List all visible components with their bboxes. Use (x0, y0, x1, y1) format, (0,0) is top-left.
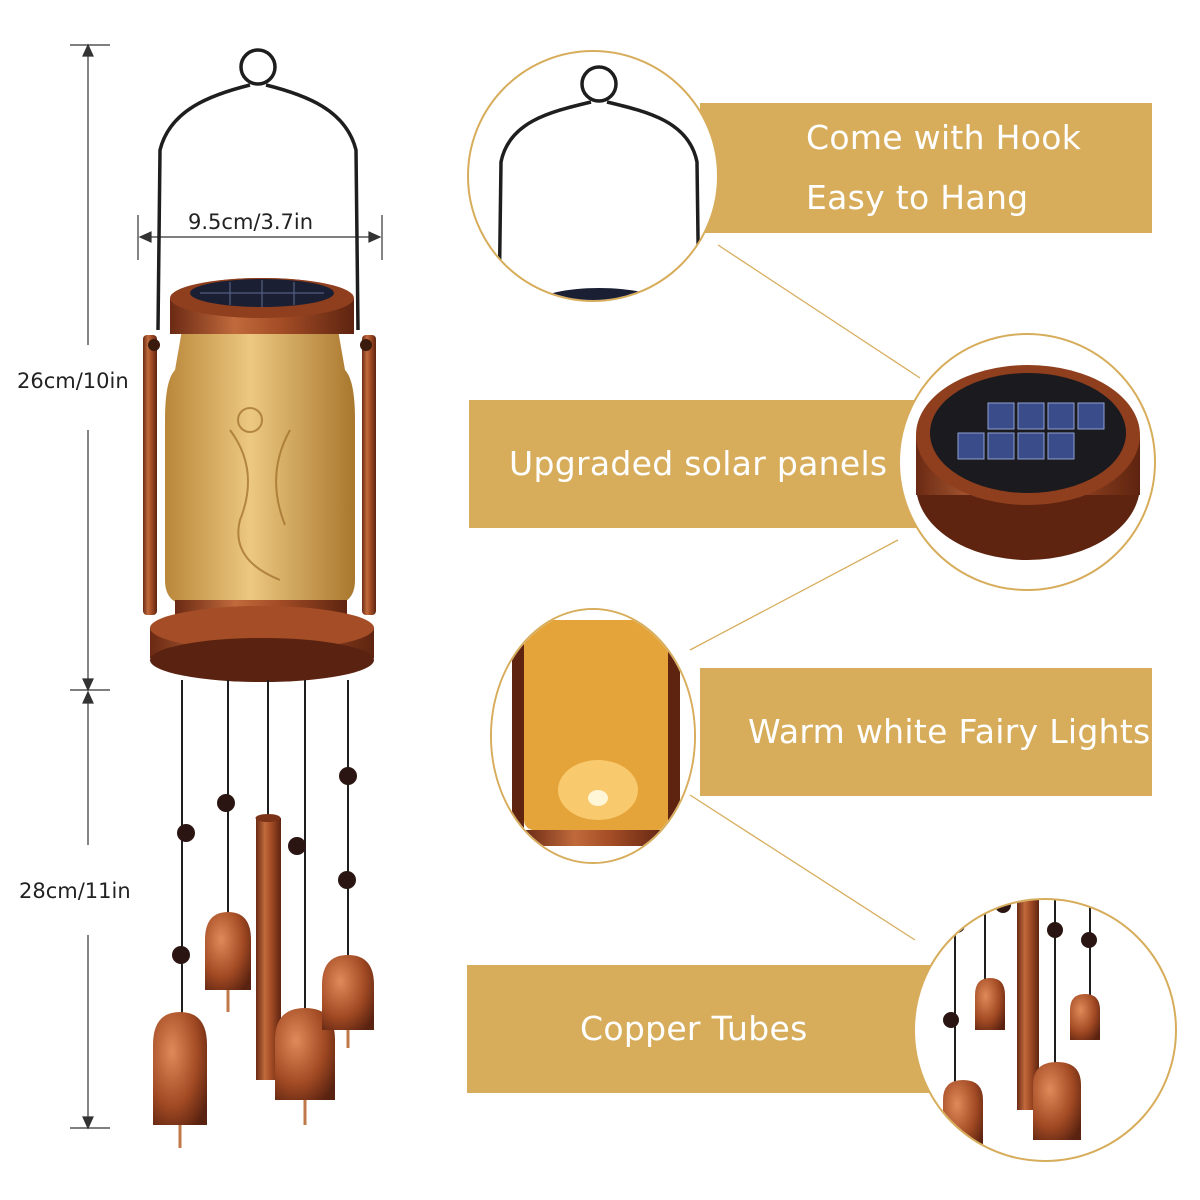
product-illustration (0, 0, 470, 1200)
feature-hook-line2: Easy to Hang (806, 178, 1029, 217)
feature-banner-lights: Warm white Fairy Lights (700, 668, 1152, 796)
lantern-wind-chime-image (70, 43, 383, 1148)
width-dimension-line (137, 215, 383, 260)
feature-banner-tubes: Copper Tubes (467, 965, 939, 1093)
feature-tubes-line1: Copper Tubes (580, 1009, 808, 1048)
hook-detail-image (467, 50, 719, 302)
feature-banner-hook: Come with Hook Easy to Hang (700, 103, 1152, 233)
copper-tubes-detail-image (913, 898, 1177, 1162)
feature-hook-line1: Come with Hook (806, 118, 1082, 157)
feature-lights-line1: Warm white Fairy Lights (748, 712, 1151, 751)
height-dimension-line (70, 43, 110, 1130)
lantern-height-label: 26cm/10in (17, 369, 129, 393)
hanger-wire (156, 48, 360, 331)
feature-banner-solar: Upgraded solar panels (469, 400, 939, 528)
feature-solar-line1: Upgraded solar panels (509, 444, 888, 483)
solar-panel-detail-image (898, 333, 1156, 591)
fairy-lights-detail-image (490, 608, 696, 864)
width-dimension-label: 9.5cm/3.7in (188, 210, 314, 234)
chime-height-label: 28cm/11in (19, 879, 131, 903)
